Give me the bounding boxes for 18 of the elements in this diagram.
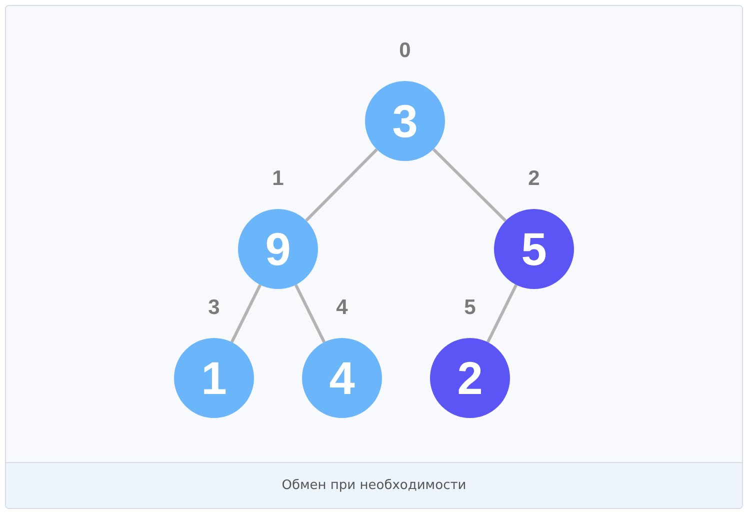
caption: Обмен при необходимости (282, 478, 466, 493)
node-index: 1 (271, 167, 285, 191)
node-value: 5 (521, 222, 547, 276)
node-index: 3 (207, 296, 221, 320)
tree-edge (294, 284, 326, 343)
node-index: 2 (527, 167, 541, 191)
node-value: 2 (457, 351, 483, 405)
tree-edge (486, 284, 518, 343)
tree-edge (432, 148, 507, 222)
node-value: 3 (392, 94, 418, 148)
node-index: 0 (398, 39, 412, 63)
tree-edge (230, 284, 262, 343)
node-value: 9 (265, 222, 291, 276)
node-value: 1 (201, 351, 227, 405)
node-value: 4 (329, 351, 355, 405)
node-index: 4 (335, 296, 349, 320)
node-index: 5 (463, 296, 477, 320)
tree-edge (305, 148, 378, 222)
